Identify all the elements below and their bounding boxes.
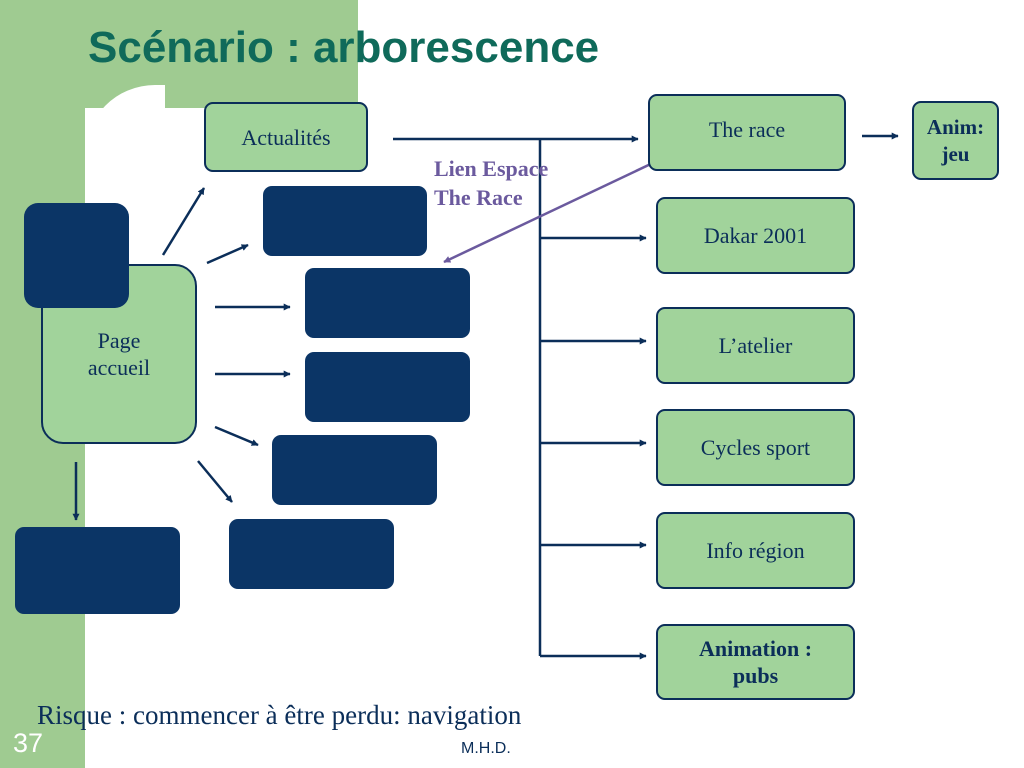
the-race-label: The race xyxy=(708,117,786,142)
cycles-sport-node: Cycles sport xyxy=(656,409,855,486)
cycles-sport-label: Cycles sport xyxy=(700,435,811,460)
anim-jeu-label-line1: Anim: xyxy=(926,114,985,139)
link-espace-note-line1: Lien Espace xyxy=(434,156,549,181)
sub-page-box-5 xyxy=(229,519,394,589)
link-espace-note: Lien Espace The Race xyxy=(434,154,548,212)
link-espace-note-line2: The Race xyxy=(434,185,523,210)
overlay-box-top-left xyxy=(24,203,129,308)
arrow-to-box-4 xyxy=(214,425,259,447)
slide-number: 37 xyxy=(13,728,44,758)
dakar-2001-node: Dakar 2001 xyxy=(656,197,855,274)
info-region-node: Info région xyxy=(656,512,855,589)
page-accueil-label-line2: accueil xyxy=(87,355,151,380)
bottom-page-box xyxy=(15,527,180,614)
page-accueil-label-line1: Page xyxy=(97,328,141,353)
sub-page-box-1 xyxy=(263,186,427,256)
dakar-2001-label: Dakar 2001 xyxy=(703,223,808,248)
animation-pubs-label-line2: pubs xyxy=(732,663,779,688)
animation-pubs-node: Animation : pubs xyxy=(656,624,855,700)
sub-page-box-2 xyxy=(305,268,470,338)
info-region-label: Info région xyxy=(706,538,805,563)
actualites-node: Actualités xyxy=(204,102,368,172)
anim-jeu-node: Anim: jeu xyxy=(912,101,999,180)
anim-jeu-label-line2: jeu xyxy=(941,141,970,166)
animation-pubs-label-line1: Animation : xyxy=(698,636,813,661)
link-espace-the-race-arrow xyxy=(443,150,677,264)
footer-risk-text: Risque : commencer à être perdu: navigat… xyxy=(37,700,522,730)
sub-page-box-4 xyxy=(272,435,437,505)
the-race-node: The race xyxy=(648,94,846,171)
latelier-node: L’atelier xyxy=(656,307,855,384)
arrow-to-box-1 xyxy=(206,243,249,265)
actualites-label: Actualités xyxy=(241,124,331,150)
slide-title: Scénario : arborescence xyxy=(88,23,600,72)
arrow-to-box-5 xyxy=(197,460,233,503)
arrow-to-actualites xyxy=(161,187,206,256)
sub-page-box-3 xyxy=(305,352,470,422)
author-initials: M.H.D. xyxy=(461,740,511,757)
latelier-label: L’atelier xyxy=(718,333,793,358)
